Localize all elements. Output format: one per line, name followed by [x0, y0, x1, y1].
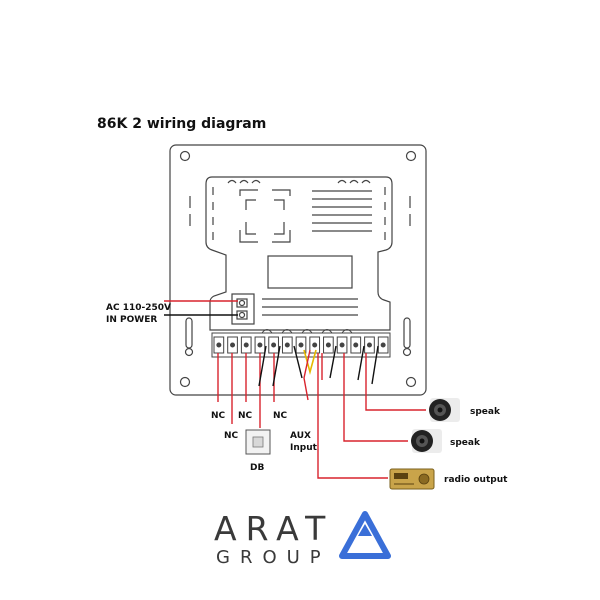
terminal-screw [312, 342, 318, 348]
radio-wire [317, 353, 388, 479]
speaker-icon [411, 429, 442, 453]
terminal-screw [325, 342, 331, 348]
terminal-screw [380, 342, 386, 348]
logo-triangle-icon [339, 511, 391, 559]
speak-label-1: speak [470, 407, 501, 417]
corner-hole-bl [179, 376, 191, 388]
ac-power-label-1: AC 110-250V [106, 303, 171, 313]
speak-label-2: speak [450, 438, 481, 448]
aux-label-1: AUX [290, 431, 311, 441]
wires [164, 300, 426, 479]
radio-output-label: radio output [444, 475, 508, 485]
corner-hole-tr [405, 150, 417, 162]
speak-wire-2 [343, 353, 408, 442]
ac-power-label-2: IN POWER [106, 315, 157, 325]
aux-label-2: Input [290, 443, 318, 453]
power-connector [231, 293, 255, 325]
terminal-screw [271, 342, 277, 348]
corner-hole-tl [179, 150, 191, 162]
nc-label-1: NC [211, 411, 226, 421]
terminal-screw [257, 342, 263, 348]
terminal-screw [366, 342, 372, 348]
nc-label-4: NC [273, 411, 288, 421]
logo-wordmark: ARAT [214, 509, 335, 548]
corner-hole-br [405, 376, 417, 388]
terminal-screw [339, 342, 345, 348]
terminal-screw [353, 342, 359, 348]
terminal-screw [216, 342, 222, 348]
terminal-screw [284, 342, 290, 348]
diagram-title: 86K 2 wiring diagram [97, 116, 267, 132]
speak-wire-1 [365, 353, 426, 411]
terminal-screw [243, 342, 249, 348]
radio-receiver-icon [389, 468, 435, 490]
db-switch [245, 429, 271, 455]
db-label: DB [250, 463, 264, 473]
nc-label-2: NC [224, 431, 239, 441]
terminal-screw [298, 342, 304, 348]
nc-label-3: NC [238, 411, 253, 421]
terminal-block [211, 329, 391, 358]
panel-body [169, 144, 427, 396]
speaker-icon [429, 398, 460, 422]
logo-subtitle: GROUP [216, 547, 331, 568]
terminal-screw [230, 342, 236, 348]
